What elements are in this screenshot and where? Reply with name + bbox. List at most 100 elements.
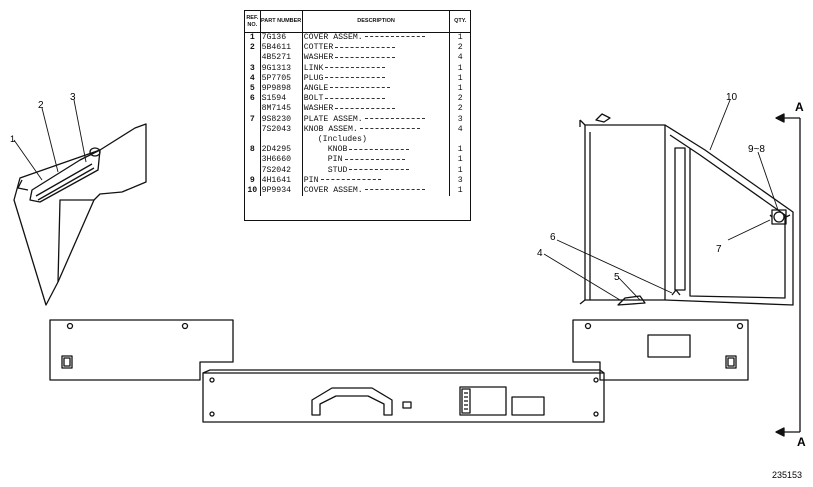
part-number-cell: 2D4295 <box>260 145 303 156</box>
callout-1: 1 <box>10 134 15 144</box>
ref-cell <box>245 135 261 146</box>
description-cell: COTTER <box>302 43 451 54</box>
ref-cell-text: 7 <box>249 114 255 124</box>
part-number-cell: 7S2042 <box>260 165 303 176</box>
table-row: 8 2D4295 KNOB 1 <box>245 145 470 156</box>
leader-dots <box>325 97 386 99</box>
leader-dots <box>349 148 410 150</box>
part-number-cell: 5B4611 <box>260 43 303 54</box>
callout-9-8: 9~8 <box>748 144 765 155</box>
ref-cell: 7 <box>245 114 261 125</box>
left-side-panel <box>13 123 147 306</box>
qty-cell: 3 <box>450 115 470 125</box>
ref-cell-text: 3 <box>249 63 255 73</box>
description-cell-text: COVER ASSEM. <box>303 186 363 196</box>
qty-cell: 2 <box>450 43 470 53</box>
ref-cell: 1 <box>245 32 261 44</box>
description-cell: PLUG <box>302 73 451 85</box>
qty-cell-text: 1 <box>457 165 463 175</box>
qty-cell: 1 <box>450 186 470 196</box>
part-number-cell: 4H1641 <box>260 175 303 187</box>
description-cell-text: WASHER <box>303 53 334 63</box>
ref-cell-text: 5 <box>249 84 255 94</box>
qty-cell: 1 <box>450 84 470 94</box>
callout-2: 2 <box>38 100 44 111</box>
bottom-center-panel <box>202 369 605 423</box>
qty-cell-text: 4 <box>457 124 463 134</box>
part-number-cell-text: 9G1313 <box>261 63 292 73</box>
description-cell: LINK <box>302 63 451 74</box>
description-cell-text: KNOB ASSEM. <box>303 124 358 134</box>
qty-cell-text: 2 <box>457 43 463 53</box>
ref-cell: 5 <box>245 84 261 95</box>
qty-cell-text: 3 <box>457 114 463 124</box>
table-row: 7S2043 KNOB ASSEM. 4 <box>245 124 470 136</box>
description-cell-text: WASHER <box>303 104 334 114</box>
leader-dots <box>335 56 396 58</box>
qty-cell <box>450 135 470 145</box>
header-qty: QTY. <box>449 11 470 33</box>
ref-cell <box>245 104 261 115</box>
ref-cell-text: 2 <box>249 43 255 53</box>
part-number-cell-text: 4H1641 <box>261 175 292 185</box>
qty-cell: 1 <box>450 145 470 155</box>
description-cell-text: PLUG <box>303 73 324 83</box>
qty-cell: 1 <box>450 166 470 176</box>
part-number-cell: 5P7705 <box>260 73 303 85</box>
description-cell: ANGLE <box>302 84 451 95</box>
callout-4: 4 <box>537 248 543 259</box>
leader-dots <box>364 189 425 191</box>
description-cell: WASHER <box>302 104 451 115</box>
ref-cell-text: 8 <box>249 145 255 155</box>
part-number-cell-text: 8M7145 <box>261 104 292 114</box>
ref-cell: 10 <box>245 186 261 197</box>
ref-cell-text: 10 <box>247 186 258 196</box>
part-number-cell: S1594 <box>260 94 303 105</box>
description-cell: COVER ASSEM. <box>302 186 451 197</box>
qty-cell-text: 1 <box>457 63 463 73</box>
part-number-cell-text: 2D4295 <box>261 145 292 155</box>
description-cell-text: KNOB <box>327 145 348 155</box>
description-cell-text: COTTER <box>303 43 334 53</box>
description-cell-text: (Includes) <box>317 135 367 145</box>
leader-dots <box>344 158 405 160</box>
description-cell: KNOB ASSEM. <box>302 124 451 136</box>
description-cell: (Includes) <box>302 135 451 146</box>
callout-5: 5 <box>614 272 620 283</box>
part-number-cell-text: 7S2042 <box>261 165 292 175</box>
leader-dots <box>325 77 386 79</box>
ref-cell: 2 <box>245 43 261 54</box>
part-number-cell: 9G1313 <box>260 63 303 74</box>
part-number-cell-text: 7S2043 <box>261 124 292 134</box>
qty-cell-text: 2 <box>457 94 463 104</box>
ref-cell: 9 <box>245 175 261 187</box>
leader-dots <box>330 87 391 89</box>
ref-cell <box>245 53 261 64</box>
table-row: 3 9G1313 LINK 1 <box>245 63 470 74</box>
description-cell-text: PLATE ASSEM. <box>303 114 363 124</box>
part-number-cell-text: 9P9934 <box>261 186 292 196</box>
qty-cell-text: 1 <box>457 155 463 165</box>
part-number-cell-text: 5P7705 <box>261 73 292 83</box>
description-cell-text: LINK <box>303 63 324 73</box>
section-label-top: A <box>795 100 804 114</box>
description-cell-text: BOLT <box>303 94 324 104</box>
qty-cell-text: 1 <box>457 33 463 42</box>
qty-cell: 3 <box>450 176 470 186</box>
table-row: 7 9S8230 PLATE ASSEM. 3 <box>245 114 470 125</box>
ref-cell-text: 4 <box>249 73 255 83</box>
ref-cell: 4 <box>245 73 261 85</box>
part-number-cell-text: 9S8230 <box>261 114 292 124</box>
leader-dots <box>364 117 425 119</box>
section-label-bottom: A <box>797 435 806 449</box>
part-number-cell-text: 5B4611 <box>261 43 292 53</box>
description-cell: PLATE ASSEM. <box>302 114 451 125</box>
qty-cell-text: 1 <box>457 186 463 196</box>
callout-6: 6 <box>550 232 556 243</box>
table-header-row: REF. NO. PART NUMBER DESCRIPTION QTY. <box>245 11 470 33</box>
description-cell-text: PIN <box>303 175 319 185</box>
